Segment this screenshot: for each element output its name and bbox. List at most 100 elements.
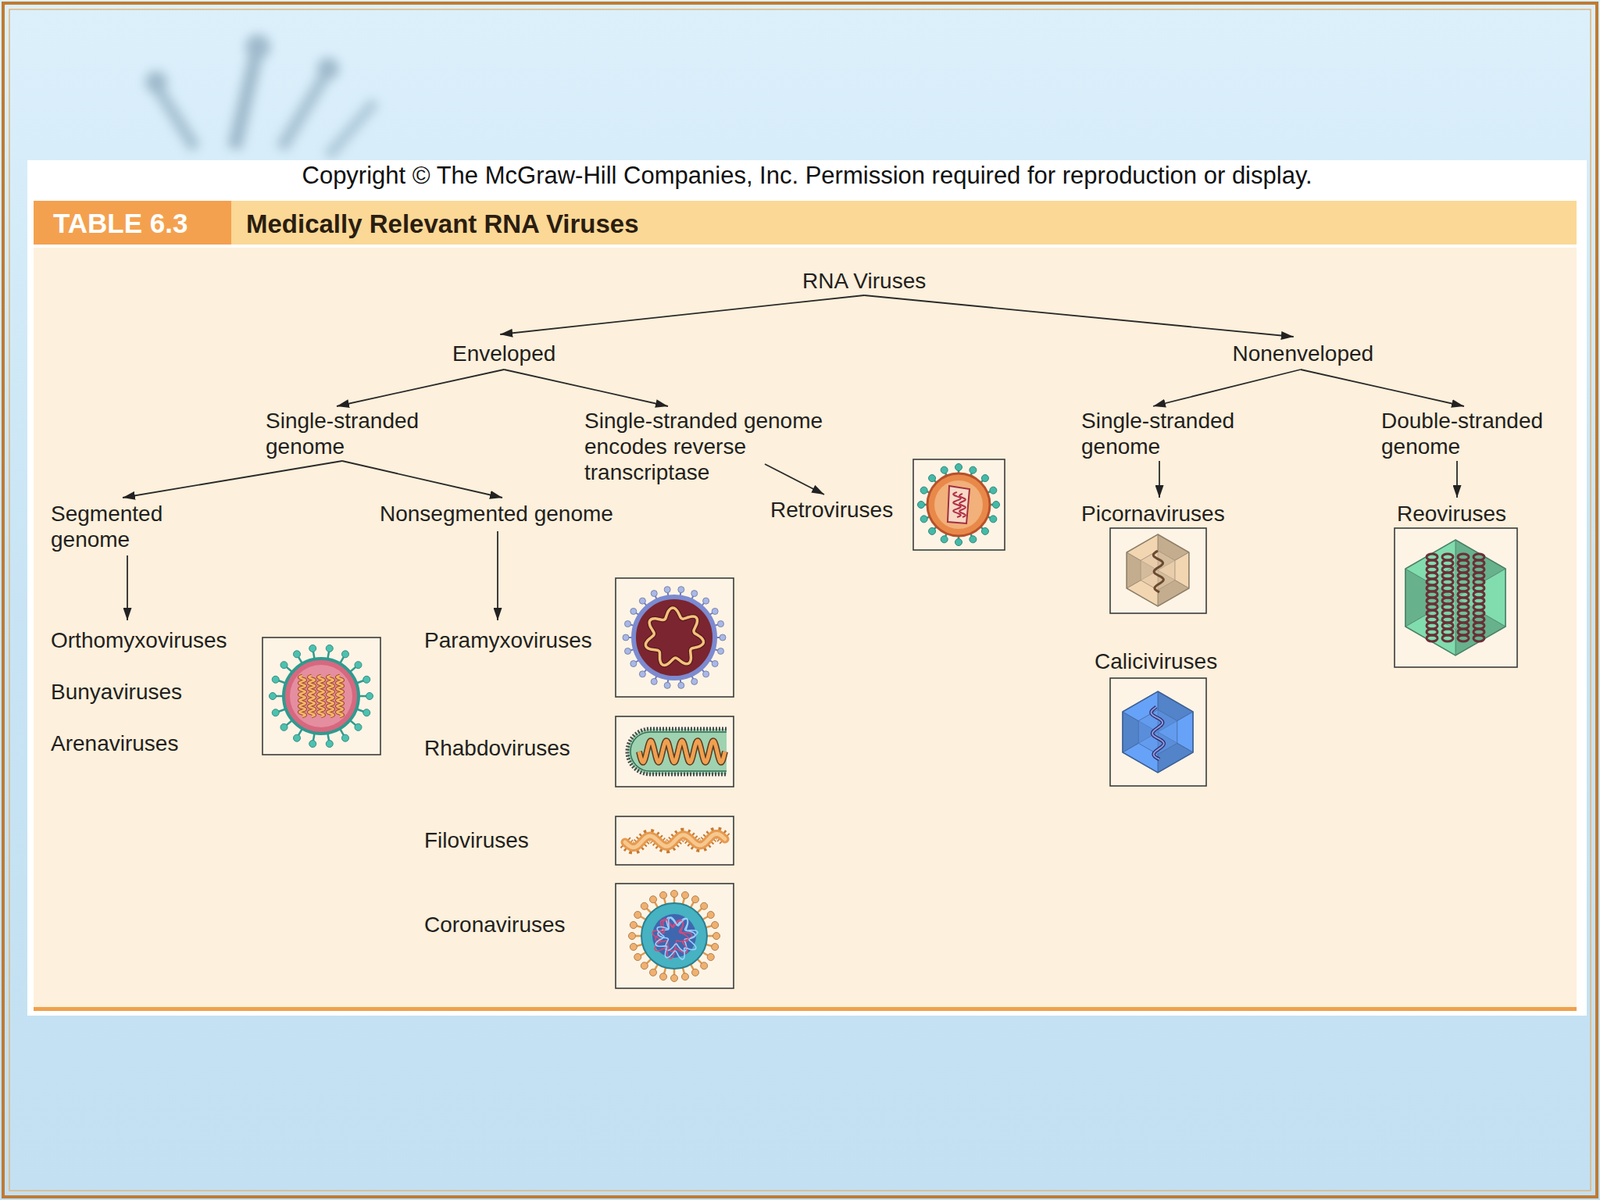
double-stranded-rna xyxy=(1473,635,1485,642)
rna-strand xyxy=(1150,707,1164,760)
viral-envelope xyxy=(927,473,990,536)
envelope-spike xyxy=(707,953,715,961)
envelope-spike xyxy=(711,942,719,950)
envelope-spike xyxy=(703,671,710,678)
node-text: Coronaviruses xyxy=(424,911,566,938)
faint-watermark-virus xyxy=(281,70,329,149)
nucleocapsid xyxy=(625,833,725,847)
envelope-spike xyxy=(664,586,671,593)
envelope-spike xyxy=(920,515,928,523)
tree-label: Bunyaviruses xyxy=(50,678,183,705)
node-text: Rhabdoviruses xyxy=(424,735,571,761)
envelope-spike xyxy=(639,597,646,604)
faint-watermark-virus xyxy=(245,34,271,60)
envelope-spike xyxy=(628,932,636,940)
node-text: Double-stranded genome xyxy=(1381,407,1561,460)
envelope-spike xyxy=(622,634,629,641)
faint-watermark-virus xyxy=(328,101,375,157)
envelope-spike xyxy=(650,678,658,685)
tree-label: Nonenveloped xyxy=(1232,340,1375,367)
envelope-spike xyxy=(989,515,997,523)
table-number: TABLE 6.3 xyxy=(53,207,188,240)
envelope-spike xyxy=(920,486,928,494)
envelope-spike xyxy=(711,921,719,929)
node-text: Caliciviruses xyxy=(1094,648,1218,675)
envelope-spike xyxy=(700,902,708,910)
icosahedral-capsid xyxy=(1126,534,1190,607)
envelope-spike xyxy=(634,953,642,961)
envelope-spike xyxy=(640,902,648,910)
envelope-spike xyxy=(625,621,632,628)
envelope-spike xyxy=(981,527,989,535)
envelope-spike xyxy=(634,911,642,919)
faint-watermark-virus xyxy=(317,57,340,80)
envelope-spike xyxy=(629,921,637,929)
node-text: Orthomyxoviruses xyxy=(50,627,228,654)
envelope-spike xyxy=(342,734,350,742)
genome-segment xyxy=(299,675,305,717)
envelope-spike xyxy=(363,675,371,683)
rna-strand xyxy=(1150,707,1164,760)
envelope-spike xyxy=(293,734,301,742)
envelope-spike xyxy=(691,590,698,597)
genome-segment xyxy=(317,675,324,717)
envelope-spike xyxy=(671,890,679,898)
tree-label: Rhabdoviruses xyxy=(424,735,571,761)
envelope-spike xyxy=(703,597,710,604)
white-panel xyxy=(27,160,1587,1016)
node-text: Paramyxoviruses xyxy=(424,627,593,654)
tree-arrow xyxy=(1300,369,1465,407)
envelope-spike xyxy=(691,678,698,685)
segmented-virus-art xyxy=(269,644,374,747)
envelope-spike xyxy=(940,466,948,474)
table-title: Medically Relevant RNA Viruses xyxy=(246,209,640,240)
envelope-spike xyxy=(660,973,668,981)
envelope-spike xyxy=(309,644,317,652)
envelope-spike xyxy=(955,539,963,547)
picornavirus-art xyxy=(1126,534,1190,607)
envelope-spike xyxy=(692,968,700,976)
tree-label: Single-stranded genome xyxy=(265,407,446,460)
envelope-spike xyxy=(713,932,721,940)
envelope-spike xyxy=(630,660,637,668)
viral-envelope xyxy=(283,658,359,734)
envelope-spike xyxy=(366,692,374,700)
envelope-spike xyxy=(917,501,925,509)
node-text: Nonenveloped xyxy=(1232,340,1375,367)
envelope-spike xyxy=(280,661,288,669)
envelope-spike xyxy=(269,692,277,700)
illustration-frame xyxy=(262,637,381,755)
tree-arrow xyxy=(122,460,343,498)
envelope-spike xyxy=(717,621,724,628)
capsid-interior xyxy=(289,664,353,728)
envelope-spike xyxy=(678,682,685,689)
tree-arrow xyxy=(1456,460,1458,498)
envelope-spike xyxy=(969,535,977,543)
rhabdovirus-art xyxy=(627,728,727,775)
capsid-cone xyxy=(947,485,970,524)
envelope-spike xyxy=(664,682,671,689)
illustration-frame xyxy=(615,578,734,697)
tree-label: Double-stranded genome xyxy=(1381,407,1561,460)
envelope-spike xyxy=(992,501,1000,509)
illustration-frame xyxy=(913,459,1005,550)
tree-label: RNA Viruses xyxy=(802,267,926,294)
node-text: RNA Viruses xyxy=(802,267,926,294)
tree-arrow xyxy=(336,369,504,407)
node-text: Reoviruses xyxy=(1396,500,1507,527)
tree-label: Filoviruses xyxy=(424,827,529,854)
genome-segment xyxy=(308,675,315,717)
envelope-spike xyxy=(692,896,700,904)
viral-envelope xyxy=(627,728,727,775)
page-frame xyxy=(9,9,1591,1191)
nucleocapsid xyxy=(645,607,704,665)
envelope-spike xyxy=(700,962,708,970)
envelope-spike xyxy=(681,973,689,981)
double-stranded-rna xyxy=(1457,635,1469,642)
icosahedral-capsid xyxy=(1405,539,1506,656)
viral-envelope xyxy=(633,596,715,679)
tree-arrow xyxy=(496,531,499,621)
node-text: Single-stranded genome encodes reverse t… xyxy=(584,407,835,486)
capsid-interior xyxy=(934,480,983,529)
